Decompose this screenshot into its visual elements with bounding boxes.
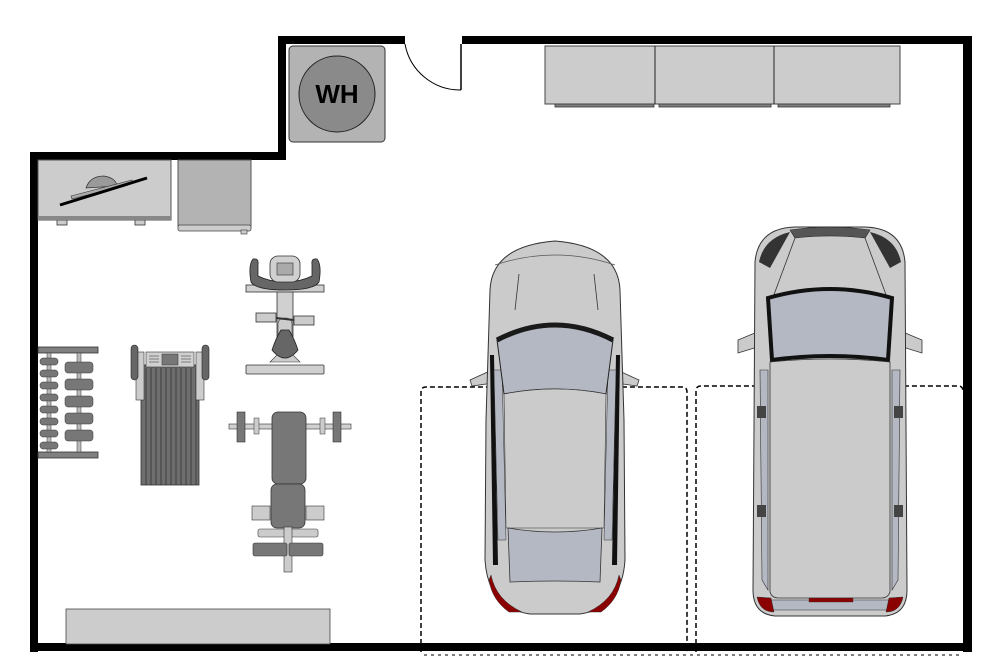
bike-pedal-left bbox=[255, 312, 277, 323]
exercise-bike[interactable] bbox=[245, 255, 325, 375]
garage-door-bay-right[interactable] bbox=[695, 385, 964, 652]
wall-left bbox=[30, 152, 38, 652]
wall-top-left bbox=[278, 36, 405, 44]
foot-pad-left bbox=[252, 542, 288, 557]
treadmill-handle-right bbox=[201, 344, 210, 381]
barbell-plate-right bbox=[332, 411, 342, 443]
shelf-bottom[interactable] bbox=[65, 608, 331, 645]
suv-tail-light-left bbox=[756, 596, 775, 613]
wall-top-right bbox=[462, 36, 972, 44]
water-heater-tank bbox=[298, 55, 376, 133]
cabinet-base bbox=[177, 224, 252, 232]
saw-blade-guard bbox=[85, 175, 118, 189]
bike-seat bbox=[271, 329, 299, 359]
storage-cabinet[interactable] bbox=[177, 159, 252, 235]
treadmill-belt bbox=[140, 364, 200, 486]
saw-rail bbox=[59, 176, 148, 207]
bench-backrest bbox=[271, 411, 307, 485]
cabinet-body bbox=[177, 159, 252, 227]
wall-right bbox=[963, 36, 972, 652]
small-dumbbells bbox=[39, 357, 59, 450]
wall-step-vertical bbox=[278, 36, 286, 160]
suv-car[interactable] bbox=[737, 226, 923, 617]
treadmill-screen bbox=[161, 353, 179, 366]
treadmill-handle-left bbox=[130, 344, 139, 381]
suv-brake-light bbox=[808, 597, 854, 603]
sedan-tail-light-right bbox=[587, 574, 622, 613]
sedan-car[interactable] bbox=[469, 240, 640, 615]
rack-bottom-bar bbox=[37, 451, 99, 459]
leg-roller-right bbox=[305, 505, 325, 521]
workbench-edge bbox=[38, 216, 171, 220]
sedan-windshield bbox=[496, 324, 614, 395]
water-heater-label: WH bbox=[315, 79, 358, 109]
barbell-plate-left bbox=[236, 411, 246, 443]
large-dumbbells bbox=[64, 361, 94, 442]
water-heater[interactable]: WH bbox=[288, 45, 386, 143]
suv-roof bbox=[769, 358, 891, 599]
wall-cabinets[interactable] bbox=[544, 45, 901, 108]
sedan-rear-window bbox=[507, 527, 603, 583]
rack-top-bar bbox=[37, 346, 99, 354]
walls bbox=[30, 36, 972, 656]
bike-screen bbox=[276, 262, 294, 276]
entry-door[interactable] bbox=[404, 43, 462, 91]
suv-tail-light-right bbox=[885, 596, 904, 613]
cabinet-body bbox=[544, 45, 901, 105]
wall-bottom bbox=[30, 643, 972, 651]
foot-pad-right bbox=[288, 542, 324, 557]
door-swing-arc bbox=[404, 43, 462, 91]
bike-pedal-right bbox=[293, 315, 315, 326]
suv-windshield bbox=[765, 287, 895, 363]
sedan-tail-light-left bbox=[488, 574, 523, 613]
dumbbell-rack[interactable] bbox=[37, 346, 99, 459]
sedan-roof bbox=[503, 388, 607, 529]
weight-bench[interactable] bbox=[228, 411, 352, 573]
bike-base bbox=[245, 364, 325, 375]
workbench-with-saw[interactable] bbox=[37, 159, 172, 226]
wall-step-horizontal bbox=[30, 152, 286, 160]
bike-handlebars bbox=[249, 258, 321, 291]
leg-roller-left bbox=[251, 505, 271, 521]
bench-seat bbox=[270, 483, 306, 529]
treadmill[interactable] bbox=[130, 344, 210, 486]
